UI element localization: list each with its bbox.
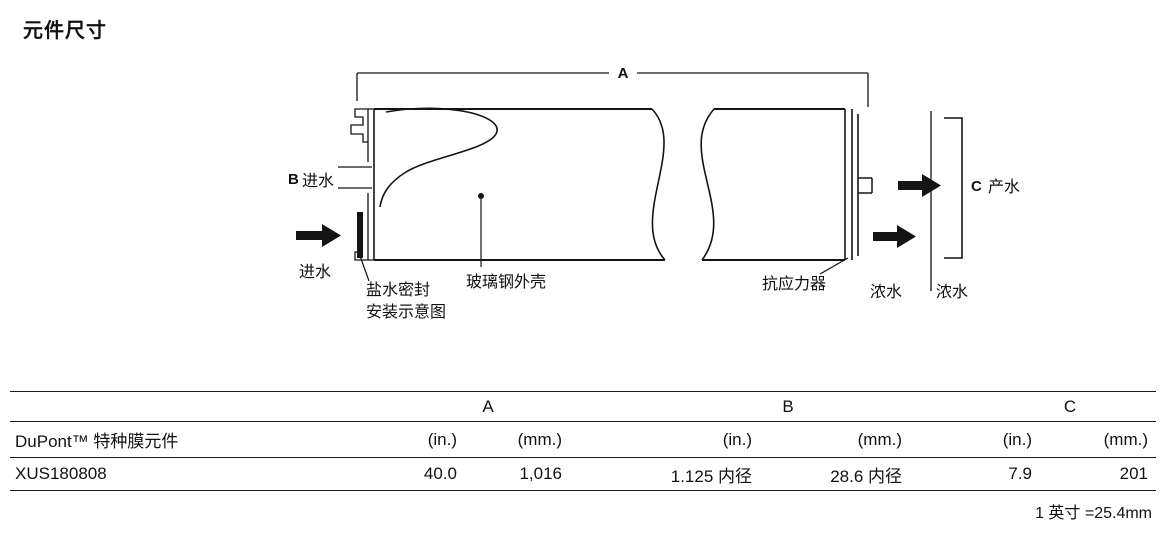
brine-seal-leader — [359, 255, 370, 282]
unit-header-b-in: (in.) — [722, 429, 752, 449]
group-header-c: C — [1063, 396, 1077, 416]
break-line — [651, 108, 666, 261]
product-label: 产水 — [988, 178, 1020, 196]
cell-c-mm: 201 — [1119, 464, 1148, 483]
row-header-product-series: DuPont™ 特种膜元件 — [15, 432, 179, 451]
brine-seal-label-line2: 安装示意图 — [366, 302, 446, 321]
atd-label: 抗应力器 — [762, 274, 826, 293]
break-line — [700, 108, 715, 261]
permeate-tube-stub — [858, 177, 873, 194]
dimension-c-label: C — [971, 178, 982, 195]
anti-telescoping-device — [844, 109, 859, 260]
vessel-right-section — [700, 108, 873, 275]
unit-conversion-note: 1 英寸 =25.4mm — [1035, 505, 1152, 522]
unit-header-c-in: (in.) — [1002, 429, 1032, 449]
unit-header-b-mm: (mm.) — [857, 429, 902, 449]
concentrate-label-1: 浓水 — [870, 283, 902, 301]
brine-seal — [338, 108, 375, 282]
cell-b-mm: 28.6 内径 — [830, 466, 902, 486]
brine-seal-label-line1: 盐水密封 — [366, 281, 430, 299]
group-header-a: A — [482, 396, 494, 416]
dimension-c-bracket — [944, 117, 963, 259]
table-row: XUS180808 40.0 1,016 1.125 内径 28.6 内径 7.… — [10, 458, 1156, 491]
table-corner-cell — [10, 392, 340, 422]
feed-label: 进水 — [299, 263, 331, 281]
unit-header-a-mm: (mm.) — [517, 429, 562, 449]
group-header-b: B — [782, 396, 794, 416]
shell-callout — [478, 193, 484, 267]
table-unit-header-row: DuPont™ 特种膜元件 (in.) (mm.) (in.) (mm.) (i… — [10, 422, 1156, 458]
table-group-header-row: A B C — [10, 391, 1156, 422]
b-feed-label: 进水 — [302, 172, 334, 190]
cell-a-mm: 1,016 — [519, 464, 562, 483]
product-arrow-icon — [898, 174, 941, 197]
concentrate-label-2: 浓水 — [936, 283, 968, 301]
unit-header-a-in: (in.) — [427, 429, 457, 449]
element-dimensions-diagram: A B 进水 进水 盐水密封 安装示意图 — [288, 65, 1020, 321]
cell-c-in: 7.9 — [1008, 464, 1032, 483]
cell-b-in: 1.125 内径 — [670, 466, 752, 486]
page-title: 元件尺寸 — [23, 20, 107, 42]
dimension-b-label: B — [288, 171, 299, 188]
membrane-leaf-outline — [379, 107, 498, 208]
dimensions-table: A B C DuPont™ 特种膜元件 (in.) (mm.) (in.) (m… — [10, 391, 1156, 491]
unit-header-c-mm: (mm.) — [1103, 429, 1148, 449]
brine-seal-dot — [357, 249, 363, 255]
shell-label: 玻璃钢外壳 — [466, 273, 546, 291]
atd-leader — [819, 257, 849, 275]
concentrate-arrow-icon — [873, 225, 916, 248]
cell-a-in: 40.0 — [423, 464, 457, 483]
dimension-a-label: A — [618, 65, 629, 82]
dimension-a: A — [356, 65, 869, 107]
cell-model-name: XUS180808 — [15, 464, 107, 483]
vessel-left-section — [374, 107, 666, 261]
feed-arrow-icon — [296, 224, 341, 247]
